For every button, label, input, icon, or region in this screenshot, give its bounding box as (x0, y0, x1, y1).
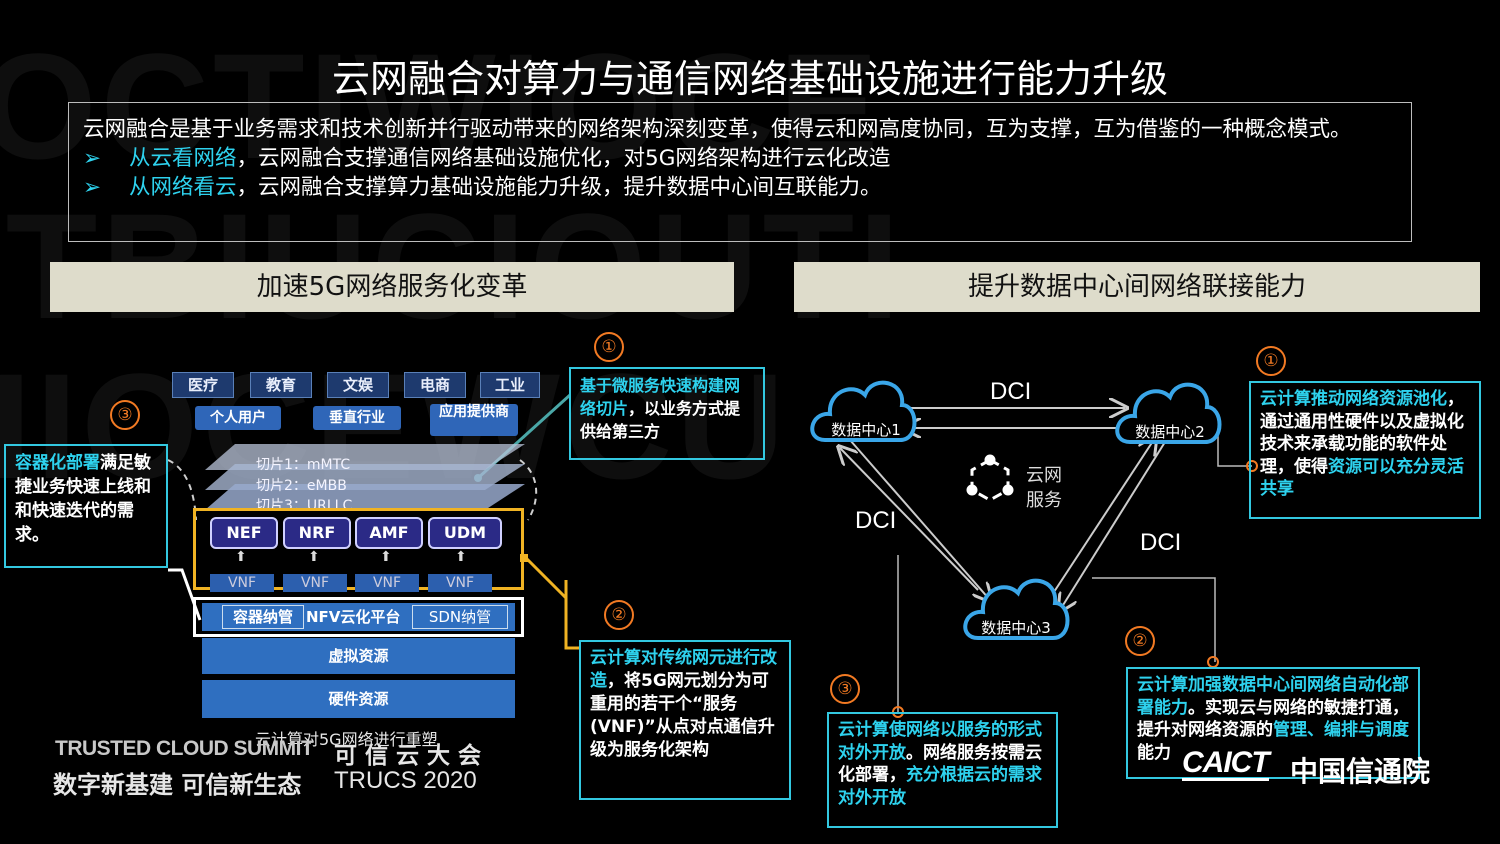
bullet-highlight: 从云看网络 (129, 146, 237, 171)
up-arrow-icon: ⬆ (455, 549, 467, 565)
summit-logo-cn: 可 信 云 大 会 (334, 743, 482, 769)
bullet-text: ，云网融合支撑通信网络基础设施优化，对5G网络架构进行云化改造 (236, 146, 891, 171)
datacenter-3-label: 数据中心3 (981, 619, 1051, 637)
cloud-service-icon (966, 454, 1014, 502)
callout-highlight: 云计算使网络以服务的形式对外开放 (838, 720, 1042, 763)
callout-box-microservice: 基于微服务快速构建网络切片，以业务方式提供给第三方 (569, 367, 765, 460)
callout-text: ，以业务方式提供给第三方 (580, 399, 741, 441)
slice-label: 切片3：URLLC (256, 498, 353, 509)
dci-label-left: DCI (855, 507, 897, 534)
right-section-header: 提升数据中心间网络联接能力 (794, 262, 1480, 312)
number-marker-1: ① (594, 332, 624, 362)
number-marker-2: ② (604, 600, 634, 630)
up-arrow-icon: ⬆ (380, 549, 392, 565)
sdn-management: SDN纳管 (412, 605, 508, 629)
datacenter-2-label: 数据中心2 (1135, 423, 1205, 441)
callout-highlight: 云计算推动网络资源池化 (1260, 389, 1447, 409)
callout-highlight: 云计算加强数据中心间网络自动化部署能力 (1137, 675, 1409, 718)
number-marker-2: ② (1125, 626, 1155, 656)
up-arrow-icon: ⬆ (235, 549, 247, 565)
nfv-platform-label: NFV云化平台 (306, 608, 401, 626)
industry-chip: 教育 (250, 372, 312, 398)
callout-highlight: 基于微服务快速构建网络切片 (580, 376, 741, 418)
dci-label-right: DCI (1140, 529, 1182, 556)
callout-text: 。实现云与网络的敏捷打通，提升对网络资源的 (1137, 697, 1409, 741)
cloud-service-label: 云网 服务 (1026, 463, 1062, 513)
callout-text: 能力 (1137, 742, 1171, 763)
user-block: 个人用户 (195, 406, 281, 430)
up-arrow-icon: ⬆ (308, 549, 320, 565)
platform-frame (193, 597, 524, 637)
container-management: 容器纳管 (222, 605, 304, 629)
callout-box-automation: 云计算加强数据中心间网络自动化部署能力。实现云与网络的敏捷打通，提升对网络资源的… (1126, 667, 1420, 779)
callout-highlight: 云计算对传统网元进行改造 (590, 648, 777, 691)
number-marker-3: ③ (830, 674, 860, 704)
nf-node-amf: AMF (355, 517, 423, 549)
industry-chip: 工业 (480, 372, 540, 398)
callout-box-network-service: 云计算使网络以服务的形式对外开放。网络服务按需云化部署，充分根据云的需求对外开放 (827, 712, 1058, 828)
number-marker-3: ③ (110, 400, 140, 430)
vnf-block: VNF (355, 574, 419, 592)
intro-bullet-2: ➢ 从网络看云，云网融合支撑算力基础设施能力升级，提升数据中心间互联能力。 (83, 173, 1397, 202)
number-marker-1: ① (1256, 346, 1286, 376)
page-title: 云网融合对算力与通信网络基础设施进行能力升级 (331, 57, 1168, 101)
left-section-header: 加速5G网络服务化变革 (50, 262, 734, 312)
hardware-resources: 硬件资源 (202, 680, 515, 718)
arrow-bullet-icon: ➢ (83, 175, 102, 200)
vnf-block: VNF (428, 574, 492, 592)
callout-highlight: 管理、编排与调度 (1273, 720, 1409, 740)
industry-chip: 文娱 (327, 372, 389, 398)
nfv-platform (202, 603, 515, 631)
intro-text: 云网融合是基于业务需求和技术创新并行驱动带来的网络架构深刻变革，使得云和网高度协… (83, 117, 1352, 142)
datacenter-1-label: 数据中心1 (831, 421, 901, 439)
left-diagram-caption: 云计算对5G网络进行重塑 (255, 730, 438, 749)
industry-chip: 医疗 (172, 372, 234, 398)
callout-highlight: 充分根据云的需求对外开放 (838, 765, 1042, 808)
nf-node-nrf: NRF (283, 517, 351, 549)
summit-logo-en: TRUSTED CLOUD SUMMIT (55, 737, 314, 760)
footer-slogan: 数字新基建 可信新生态 (53, 771, 302, 799)
background-watermark: OCTIWIOCE (0, 22, 883, 190)
caict-logo-en: CAICT (1182, 746, 1270, 781)
callout-text: 满足敏捷业务快速上线和和快速迭代的需求。 (15, 453, 151, 545)
callout-box-vnf: 云计算对传统网元进行改造，将5G网元划分为可重用的若干个“服务(VNF)”从点对… (579, 640, 791, 800)
caict-logo-cn: 中国信通院 (1290, 755, 1431, 788)
slice-label: 切片1：mMTC (256, 457, 351, 473)
callout-text: ，将5G网元划分为可重用的若干个“服务(VNF)”从点对点通信升级为服务化架构 (590, 671, 775, 760)
cloud-service-line: 云网 (1026, 465, 1062, 486)
user-block: 垂直行业 (313, 406, 401, 430)
bullet-text: ，云网融合支撑算力基础设施能力升级，提升数据中心间互联能力。 (236, 175, 882, 200)
callout-highlight: 容器化部署 (15, 453, 100, 473)
slice-label: 切片2：eMBB (256, 478, 347, 494)
bullet-highlight: 从网络看云 (129, 175, 237, 200)
vnf-block: VNF (210, 574, 274, 592)
virtual-resources: 虚拟资源 (202, 638, 515, 674)
callout-box-resource-pooling: 云计算推动网络资源池化，通过通用性硬件以及虚拟化技术来承载功能的软件处理，使得资… (1249, 381, 1481, 519)
vnf-block: VNF (283, 574, 347, 592)
nf-node-udm: UDM (428, 517, 502, 549)
callout-box-container: 容器化部署满足敏捷业务快速上线和和快速迭代的需求。 (4, 444, 168, 568)
slice-layers (205, 444, 525, 510)
user-block: 应用提供商 (430, 404, 518, 436)
footer-event: TRUCS 2020 (334, 767, 477, 794)
intro-box: 云网融合是基于业务需求和技术创新并行驱动带来的网络架构深刻变革，使得云和网高度协… (68, 102, 1412, 242)
callout-text: 。网络服务按需云化部署， (838, 742, 1042, 786)
intro-bullet-1: ➢ 从云看网络，云网融合支撑通信网络基础设施优化，对5G网络架构进行云化改造 (83, 144, 1397, 173)
industry-chip: 电商 (404, 372, 466, 398)
dci-label-top: DCI (990, 378, 1032, 405)
cloud-service-line: 服务 (1026, 490, 1062, 511)
arrow-bullet-icon: ➢ (83, 146, 102, 171)
callout-text: ，通过通用性硬件以及虚拟化技术来承载功能的软件处理，使得 (1260, 389, 1464, 477)
nf-node-nef: NEF (210, 517, 278, 549)
callout-highlight: 资源可以充分灵活共享 (1260, 456, 1464, 500)
